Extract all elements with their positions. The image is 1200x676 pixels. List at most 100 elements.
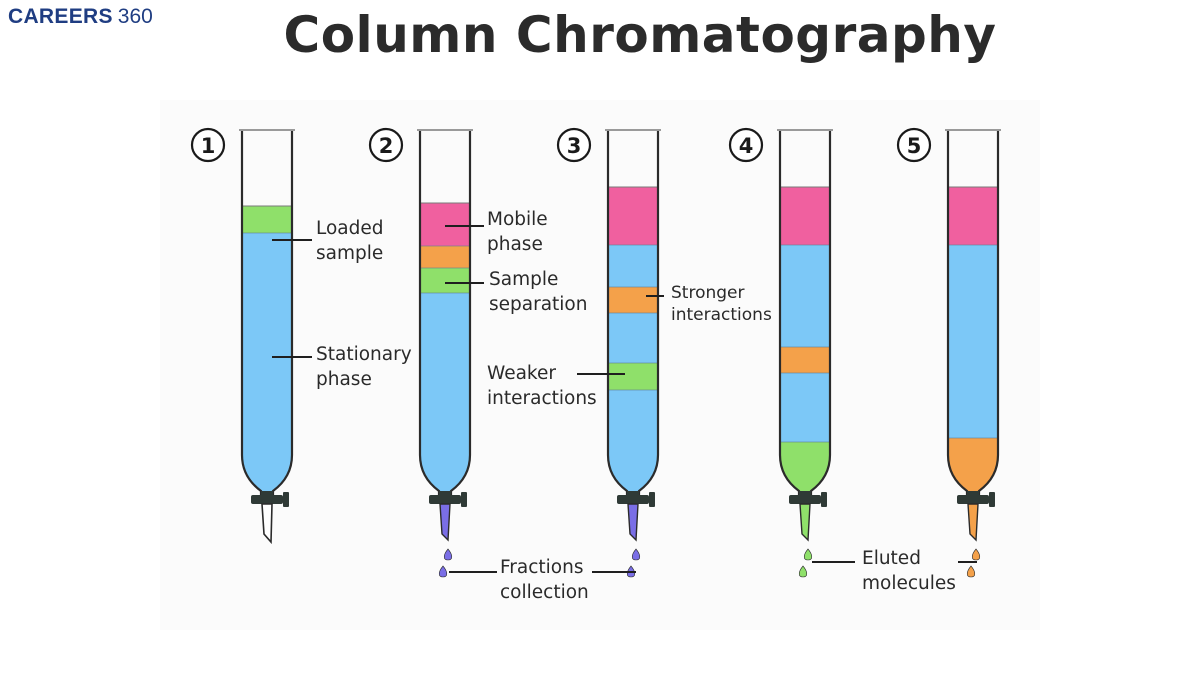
outlet-tip (967, 503, 979, 542)
band-sample-orange (780, 347, 830, 373)
outlet-tip (799, 503, 811, 542)
column-5: 5 (896, 127, 1001, 578)
column-2: 2 (368, 127, 473, 578)
band-stationary (780, 373, 830, 442)
column-wall-right (809, 130, 832, 497)
stopcock-body (957, 495, 989, 504)
label-line: interactions (671, 305, 772, 325)
label-line: Eluted (862, 548, 921, 569)
stopcock-handle (461, 492, 467, 507)
label-line: interactions (487, 388, 597, 409)
band-sample-orange (948, 438, 998, 497)
column-wall-right (977, 130, 1000, 497)
step-number-circle (368, 127, 404, 163)
label-line: Loaded (316, 218, 384, 239)
label-mobile-phase: Mobile phase (487, 207, 548, 257)
column-contents (420, 202, 470, 497)
column-wall-left (606, 130, 629, 497)
step-number: 1 (201, 134, 216, 158)
column-1: 1 (190, 127, 295, 545)
band-mobile (780, 187, 830, 245)
step-number-circle (728, 127, 764, 163)
stopcock-handle (283, 492, 289, 507)
band-sample-green (608, 363, 658, 390)
droplet (971, 548, 981, 561)
step-number-circle (896, 127, 932, 163)
step-number-circle (556, 127, 592, 163)
stopcock-collar (799, 491, 811, 497)
label-weaker-interactions: Weaker interactions (487, 361, 597, 411)
label-line: Sample (489, 269, 559, 290)
droplet (803, 548, 813, 561)
column-wall-right (637, 130, 660, 497)
stopcock-handle (989, 492, 995, 507)
band-mobile (948, 187, 998, 245)
band-sample-orange (420, 246, 470, 268)
band-mobile (420, 203, 470, 246)
outlet-tip (627, 503, 639, 542)
droplet (631, 548, 641, 561)
label-line: Weaker (487, 363, 556, 384)
label-line: sample (316, 243, 384, 264)
column-wall-left (778, 130, 801, 497)
label-line: collection (500, 582, 589, 603)
label-sample-separation: Sample separation (489, 267, 587, 317)
band-sample-orange (608, 287, 658, 313)
column-3: 3 (556, 127, 661, 578)
band-sample-green (420, 268, 470, 293)
column-contents (242, 205, 292, 497)
label-fractions-collection: Fractions collection (500, 555, 589, 605)
band-stationary (608, 245, 658, 287)
band-stationary (420, 293, 470, 497)
stopcock-handle (821, 492, 827, 507)
column-wall-right (449, 130, 472, 497)
band-stationary (780, 245, 830, 347)
stopcock-handle (649, 492, 655, 507)
label-line: Stationary (316, 344, 412, 365)
label-line: molecules (862, 573, 956, 594)
label-line: Stronger (671, 283, 745, 303)
diagram-panel (160, 100, 1040, 630)
droplet (966, 565, 976, 578)
band-stationary (948, 245, 998, 438)
label-eluted-molecules: Eluted molecules (862, 546, 956, 596)
band-sample-green (242, 206, 292, 233)
stopcock-body (251, 495, 283, 504)
logo-brand: CAREERS (8, 5, 113, 28)
band-mobile (608, 187, 658, 245)
stopcock-collar (261, 491, 273, 497)
droplet (798, 565, 808, 578)
stopcock-body (429, 495, 461, 504)
step-number: 3 (567, 134, 582, 158)
column-4: 4 (728, 127, 833, 578)
label-line: phase (316, 369, 372, 390)
column-contents (608, 186, 658, 497)
column-contents (948, 186, 998, 497)
page-title: Column Chromatography (283, 6, 997, 64)
droplet (443, 548, 453, 561)
stopcock-body (789, 495, 821, 504)
column-wall-right (271, 130, 294, 497)
column-wall-left (418, 130, 441, 497)
label-line: Fractions (500, 557, 584, 578)
outlet-tip (439, 503, 451, 542)
stopcock-collar (967, 491, 979, 497)
outlet-tip (261, 503, 273, 545)
step-number: 5 (907, 134, 922, 158)
label-stronger-interactions: Stronger interactions (671, 282, 772, 326)
label-line: Mobile (487, 209, 548, 230)
column-contents (780, 186, 830, 497)
stopcock-collar (627, 491, 639, 497)
step-number: 4 (739, 134, 754, 158)
column-wall-left (946, 130, 969, 497)
column-wall-left (240, 130, 263, 497)
label-stationary-phase: Stationary phase (316, 342, 412, 392)
stopcock-collar (439, 491, 451, 497)
droplet (438, 565, 448, 578)
step-number: 2 (379, 134, 394, 158)
stopcock-body (617, 495, 649, 504)
band-stationary (242, 233, 292, 497)
step-number-circle (190, 127, 226, 163)
